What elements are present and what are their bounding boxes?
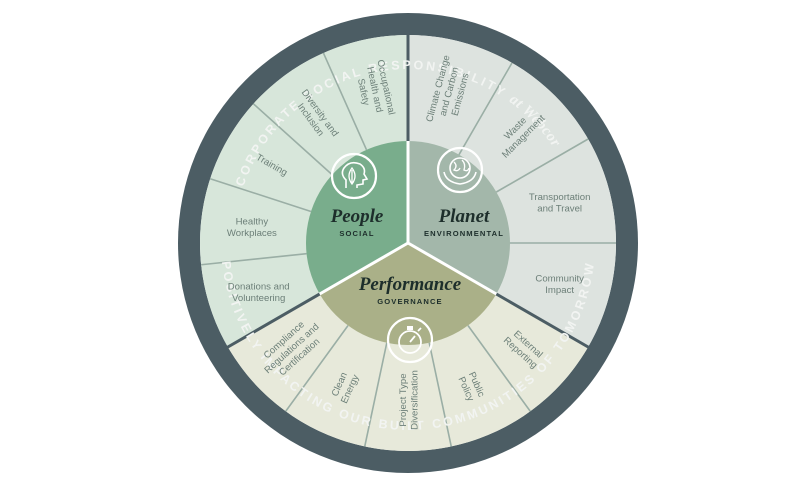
planet-title: Planet bbox=[438, 206, 490, 227]
segment-label-performance: Project TypeDiversification bbox=[398, 370, 421, 430]
segment-divider bbox=[467, 325, 531, 412]
hub-divider bbox=[407, 241, 498, 296]
performance-subtitle: GOVERNANCE bbox=[377, 297, 442, 306]
people-title: People bbox=[330, 206, 384, 227]
planet-subtitle: ENVIRONMENTAL bbox=[424, 229, 504, 238]
hub-planet bbox=[408, 141, 511, 294]
segment-divider bbox=[285, 325, 349, 412]
segment-divider bbox=[428, 342, 453, 447]
segment-divider bbox=[201, 252, 307, 266]
head-leaf-icon bbox=[330, 152, 378, 200]
stopwatch-icon bbox=[386, 316, 434, 364]
segment-divider bbox=[363, 342, 388, 447]
hub-divider bbox=[318, 241, 409, 296]
performance-title: Performance bbox=[358, 274, 462, 295]
segment-divider bbox=[495, 138, 589, 193]
hub-layer bbox=[306, 141, 511, 345]
globe-hands-icon bbox=[436, 146, 484, 194]
people-subtitle: SOCIAL bbox=[339, 229, 374, 238]
segment-divider bbox=[209, 177, 312, 213]
segment-divider bbox=[458, 62, 513, 156]
segment-divider bbox=[252, 103, 333, 176]
segment-divider bbox=[322, 52, 368, 151]
